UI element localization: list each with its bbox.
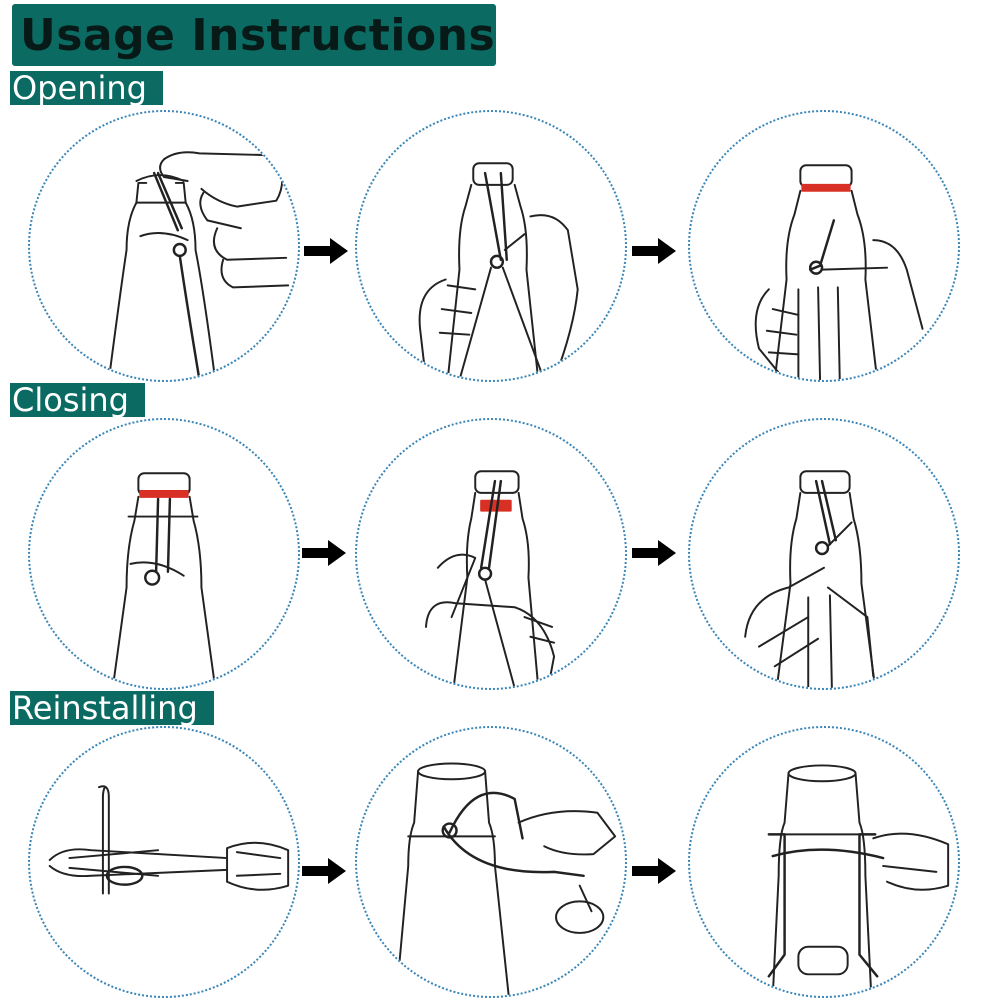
reinstalling-step-1-illustration xyxy=(28,726,300,998)
closing-step-2-illustration xyxy=(355,418,627,690)
reinstalling-step-2-illustration xyxy=(355,726,627,998)
right-arrow-icon xyxy=(304,238,348,264)
opening-step-1-illustration xyxy=(28,110,300,382)
closing-step-3-illustration xyxy=(688,418,960,690)
closing-step-1-illustration xyxy=(28,418,300,690)
reinstalling-step-3-illustration xyxy=(688,726,960,998)
right-arrow-icon xyxy=(632,238,676,264)
right-arrow-icon xyxy=(302,858,346,884)
right-arrow-icon xyxy=(302,540,346,566)
title-banner: Usage Instructions xyxy=(12,4,496,66)
opening-step-3-illustration xyxy=(688,110,960,382)
page-title: Usage Instructions xyxy=(20,9,496,61)
section-label-closing: Closing xyxy=(10,383,145,417)
section-label-opening: Opening xyxy=(10,71,163,105)
right-arrow-icon xyxy=(632,540,676,566)
right-arrow-icon xyxy=(632,858,676,884)
section-label-reinstalling: Reinstalling xyxy=(10,691,214,725)
opening-step-2-illustration xyxy=(355,110,627,382)
